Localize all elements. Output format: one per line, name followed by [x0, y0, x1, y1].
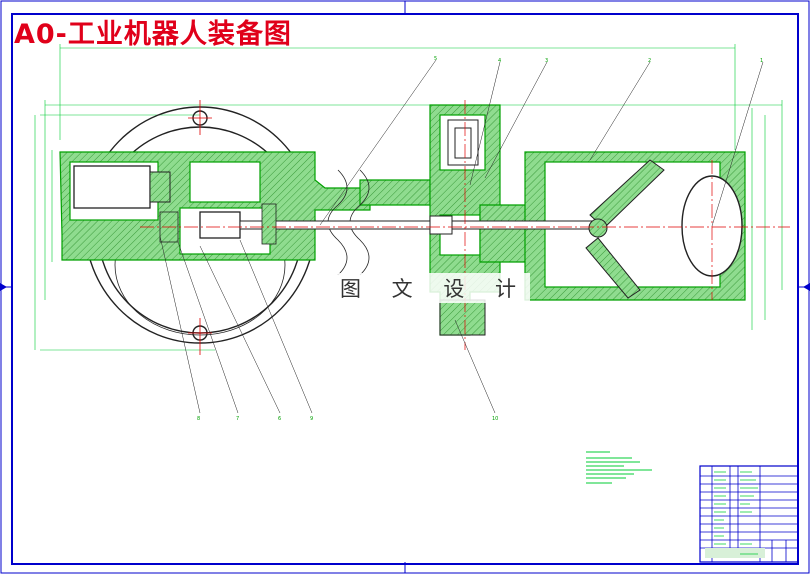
callout-7: 7 [236, 416, 239, 422]
leader-lines [159, 59, 764, 414]
callout-labels: 5 4 3 2 1 8 7 6 9 10 [197, 56, 763, 422]
watermark: 图 文 设 计 [338, 273, 531, 303]
callout-10: 10 [492, 416, 498, 422]
callout-8: 8 [197, 416, 200, 422]
callout-4: 4 [498, 58, 501, 64]
callout-2: 2 [648, 58, 651, 64]
callout-3: 3 [545, 58, 548, 64]
motor [73, 165, 171, 209]
drawing-title: A0-工业机器人装备图 [14, 19, 292, 50]
callout-1: 1 [760, 58, 763, 64]
callout-6: 6 [278, 416, 281, 422]
title-block-rows [714, 471, 758, 555]
dimension-lines [34, 44, 783, 351]
technical-notes [586, 451, 652, 484]
centerlines [140, 100, 790, 350]
callout-5: 5 [434, 56, 437, 62]
title-block [699, 465, 799, 563]
callout-9: 9 [310, 416, 313, 422]
top-bolt [439, 119, 486, 336]
